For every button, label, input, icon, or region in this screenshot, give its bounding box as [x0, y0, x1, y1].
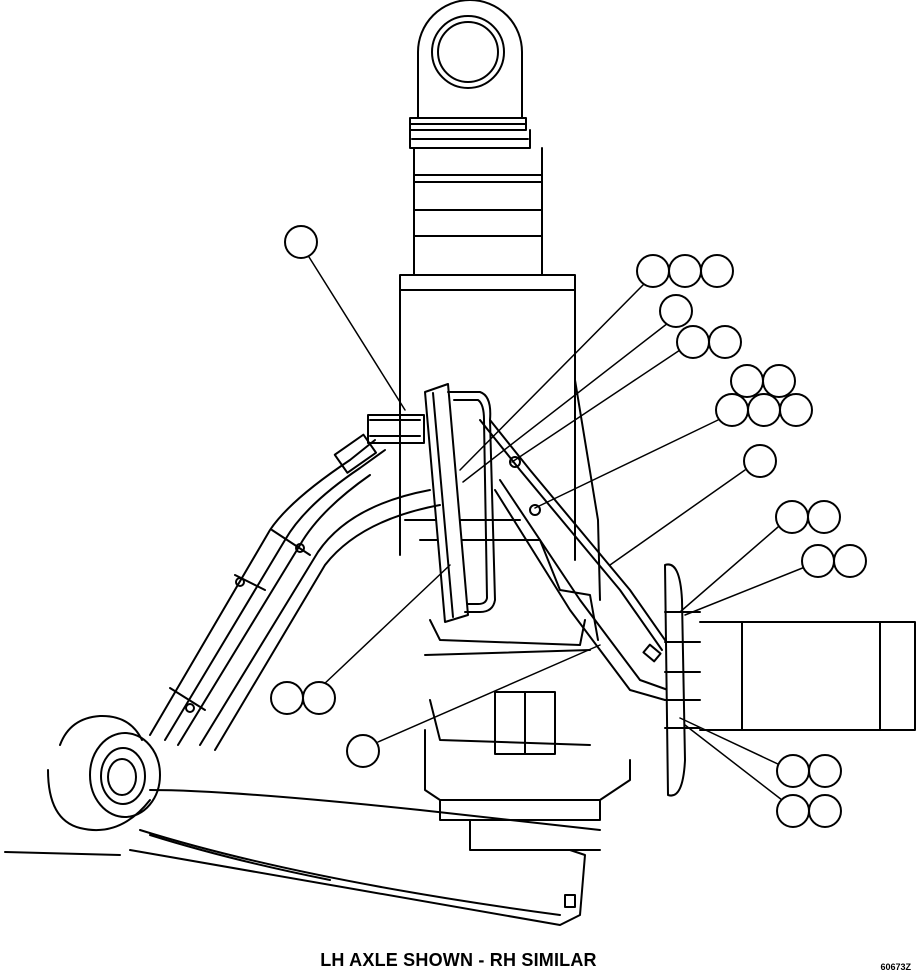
brake-line-bracket [424, 383, 496, 623]
strut-main-body [399, 274, 631, 851]
strut-eye-lug [409, 0, 527, 131]
figure-number: 60673Z [880, 962, 911, 972]
figure-caption: LH AXLE SHOWN - RH SIMILAR [320, 950, 597, 970]
callout-balloon [808, 754, 842, 788]
callout-balloon [270, 681, 304, 715]
callout-balloon [700, 254, 734, 288]
callout-balloon [776, 754, 810, 788]
axle-arm [4, 714, 601, 926]
callout-balloon [676, 325, 710, 359]
callout-balloon [775, 500, 809, 534]
callout-balloon [801, 544, 835, 578]
callout-balloon [747, 393, 781, 427]
callout-balloon [762, 364, 796, 398]
callout-balloon [776, 794, 810, 828]
callout-balloon [808, 794, 842, 828]
callout-balloon [302, 681, 336, 715]
callout-balloon [715, 393, 749, 427]
callout-balloon [833, 544, 867, 578]
strut-upper-cylinder [409, 129, 543, 276]
wheel-hub-flange [664, 563, 916, 797]
callout-balloon [668, 254, 702, 288]
callout-balloon [636, 254, 670, 288]
callout-leader-lines [308, 256, 806, 801]
arm-hydraulic-lines [149, 414, 441, 751]
callout-balloon [779, 393, 813, 427]
callout-balloons [270, 225, 867, 828]
callout-balloon [708, 325, 742, 359]
callout-balloon [284, 225, 318, 259]
callout-balloon [346, 734, 380, 768]
callout-balloon [730, 364, 764, 398]
callout-balloon [659, 294, 693, 328]
callout-balloon [743, 444, 777, 478]
callout-balloon [807, 500, 841, 534]
